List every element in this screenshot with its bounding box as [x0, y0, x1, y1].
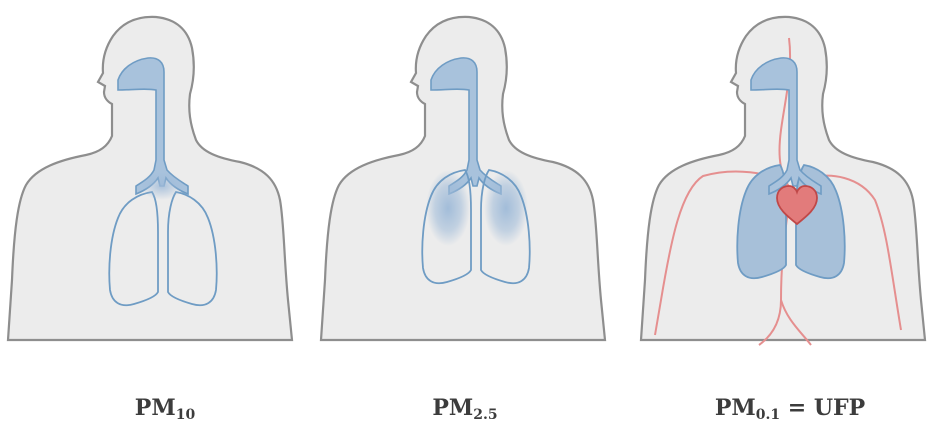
lung-deposit-right: [484, 170, 528, 246]
label-suffix: = UFP: [780, 395, 865, 421]
panel-pm01-ufp: [641, 17, 925, 345]
label-pm25: PM2.5: [340, 395, 590, 431]
label-main: PM: [432, 395, 473, 421]
lung-deposit-left: [426, 170, 470, 246]
label-subscript: 0.1: [756, 407, 780, 423]
label-main: PM: [135, 395, 176, 421]
label-subscript: 2.5: [473, 407, 497, 423]
label-pm10: PM10: [40, 395, 290, 431]
panel-pm25: [321, 17, 605, 340]
label-main: PM: [715, 395, 756, 421]
panel-pm10: [8, 17, 292, 340]
upper-airway-deposit: [140, 172, 184, 200]
label-subscript: 10: [176, 407, 195, 423]
label-pm01-ufp: PM0.1 = UFP: [650, 395, 930, 431]
